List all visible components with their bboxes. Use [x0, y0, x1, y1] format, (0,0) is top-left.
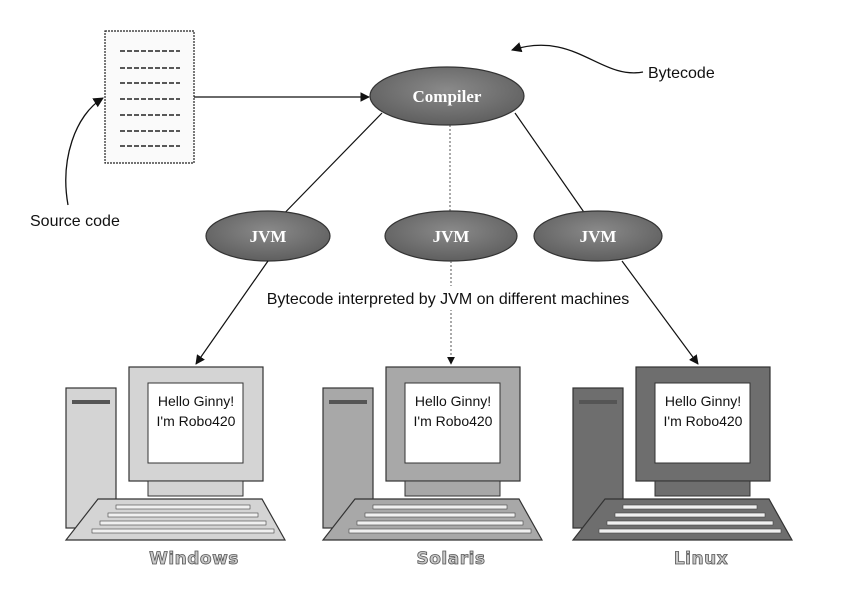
monitor-screen — [404, 382, 501, 464]
monitor-stand — [147, 480, 244, 497]
bytecode-pointer-arrow — [511, 42, 644, 74]
screen-text-line1: Hello Ginny! — [665, 393, 741, 409]
jvm-to-windows-arrow — [195, 260, 269, 365]
keyboard-key-row — [107, 512, 259, 518]
jvm-node-solaris: JVM — [384, 210, 518, 262]
source-code-document — [104, 30, 195, 164]
screen-text-line2: I'm Robo420 — [664, 413, 743, 429]
machine-label-linux: Linux — [674, 549, 728, 569]
screen-text-line2: I'm Robo420 — [157, 413, 236, 429]
keyboard-key-row — [348, 528, 532, 534]
compiler-label: Compiler — [413, 87, 482, 106]
keyboard-key-row — [356, 520, 524, 526]
drive-slot — [329, 400, 367, 404]
interpreted-label: Bytecode interpreted by JVM on different… — [267, 291, 630, 308]
jvm-label: JVM — [433, 227, 470, 246]
source-code-label: Source code — [30, 213, 120, 230]
keyboard-key-row — [364, 512, 516, 518]
monitor-stand — [404, 480, 501, 497]
jvm-label: JVM — [580, 227, 617, 246]
keyboard-key-row — [99, 520, 267, 526]
keyboard-key-row — [614, 512, 766, 518]
monitor-stand — [654, 480, 751, 497]
compiler-node: Compiler — [369, 66, 525, 126]
jvm-to-linux-arrow — [621, 260, 699, 365]
jvm-node-linux: JVM — [533, 210, 663, 262]
drive-slot — [72, 400, 110, 404]
monitor-screen — [654, 382, 751, 464]
compiler-to-jvm-left-line — [269, 112, 383, 229]
drive-slot — [579, 400, 617, 404]
keyboard-key-row — [115, 504, 251, 510]
source-code-pointer-arrow — [65, 97, 104, 206]
keyboard-key-row — [622, 504, 758, 510]
monitor-screen — [147, 382, 244, 464]
machine-label-windows: Windows — [149, 549, 239, 569]
keyboard-key-row — [91, 528, 275, 534]
machine-label-solaris: Solaris — [416, 549, 485, 569]
keyboard-key-row — [598, 528, 782, 534]
screen-text-line1: Hello Ginny! — [415, 393, 491, 409]
keyboard-key-row — [606, 520, 774, 526]
bytecode-label: Bytecode — [648, 65, 715, 82]
compiler-to-jvm-right-line — [514, 112, 589, 219]
screen-text-line2: I'm Robo420 — [414, 413, 493, 429]
keyboard-key-row — [372, 504, 508, 510]
screen-text-line1: Hello Ginny! — [158, 393, 234, 409]
jvm-node-windows: JVM — [205, 210, 331, 262]
jvm-label: JVM — [250, 227, 287, 246]
